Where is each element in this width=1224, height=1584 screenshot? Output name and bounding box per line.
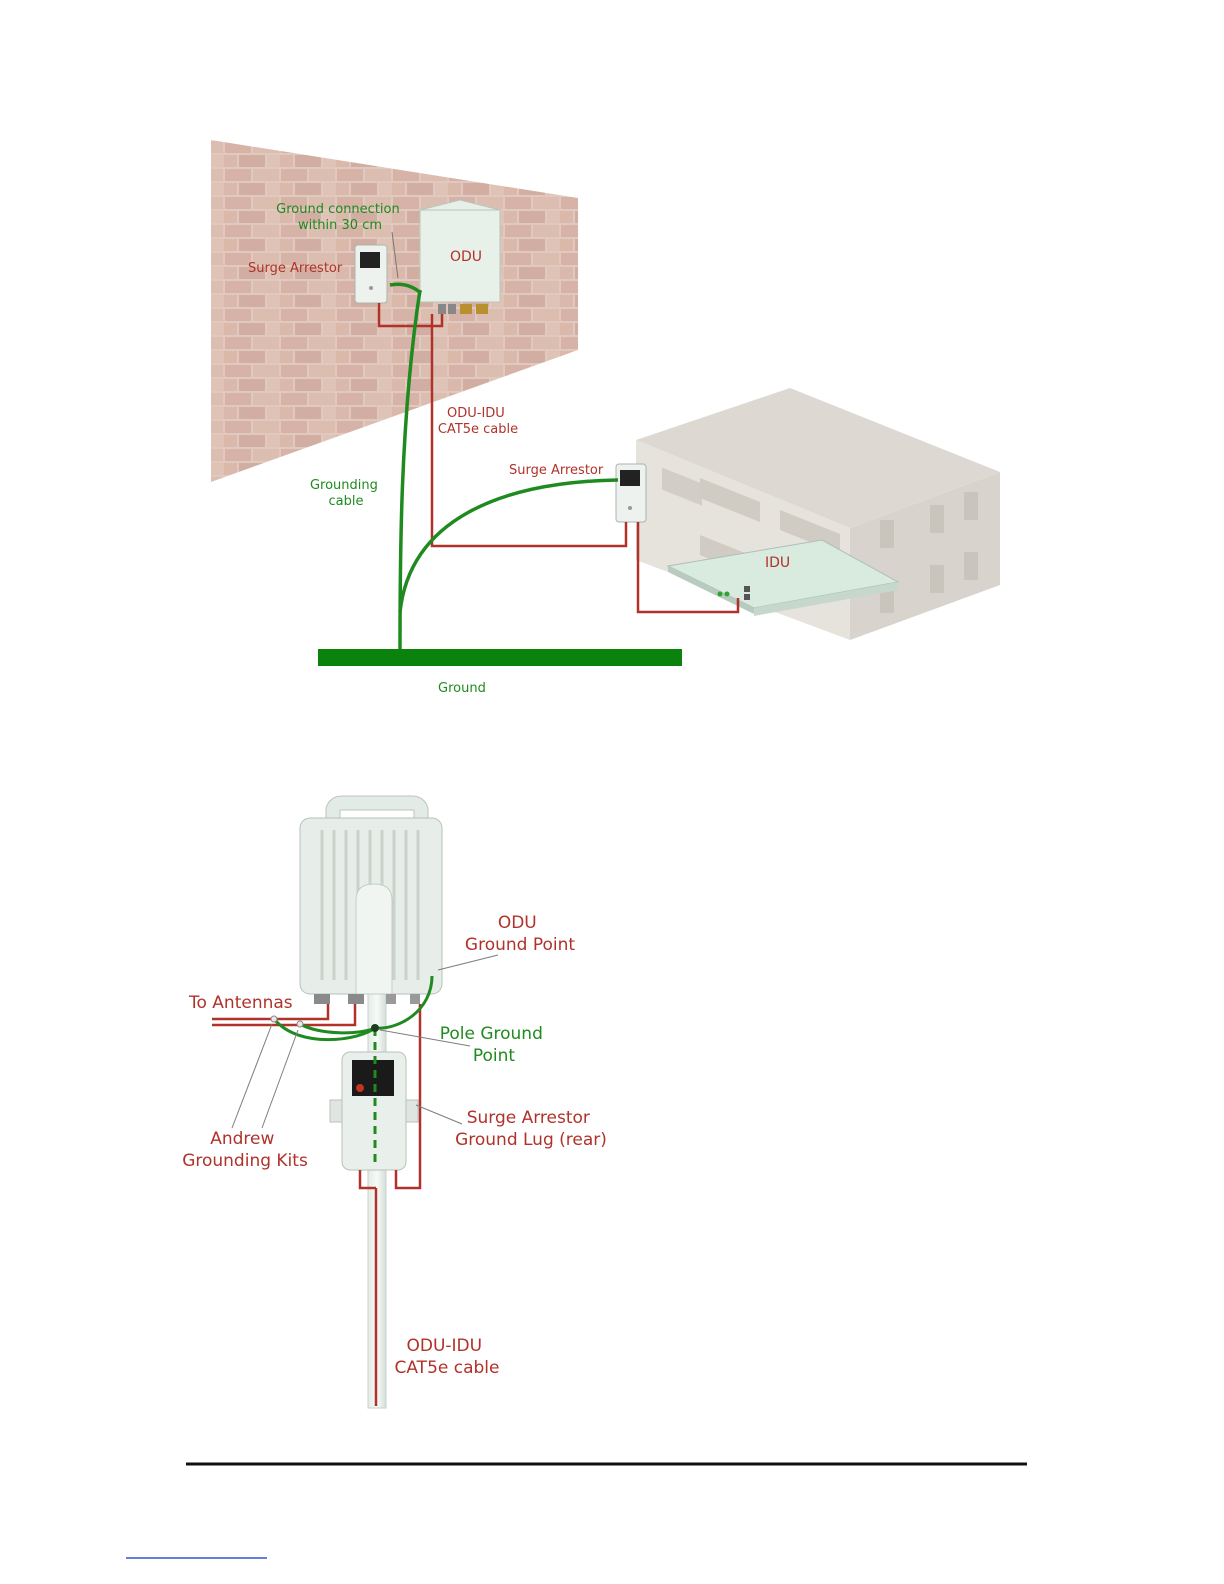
idu-label: IDU	[765, 555, 790, 571]
surge-arrestor-building	[616, 464, 646, 522]
surge-arrestor-wall	[355, 245, 387, 303]
surge-arrestor-pole	[330, 1052, 418, 1170]
surge-arrestor-wall-label: Surge Arrestor	[248, 261, 343, 276]
andrew-grounding-kits-label: Andrew Grounding Kits	[182, 1129, 308, 1171]
odu-radio-unit	[300, 796, 442, 1004]
odu-ground-point-label: ODU Ground Point	[465, 913, 575, 955]
brick-wall	[211, 140, 578, 482]
surge-arrestor-building-label: Surge Arrestor	[509, 463, 604, 478]
ground-bar	[318, 649, 682, 666]
surge-arrestor-ground-lug-label: Surge Arrestor Ground Lug (rear)	[455, 1108, 607, 1150]
ground-label: Ground	[438, 681, 486, 696]
odu-idu-cable-label-pole: ODU-IDU CAT5e cable	[395, 1336, 500, 1378]
odu-label: ODU	[450, 249, 482, 265]
grounding-cable-label: Grounding cable	[310, 478, 382, 509]
wall-installation-diagram: Ground connection within 30 cm Surge Arr…	[211, 140, 1000, 696]
pole-installation-diagram: ODU Ground Point To Antennas Pole Ground…	[182, 796, 607, 1408]
pole-ground-point-label: Pole Ground Point	[440, 1024, 549, 1066]
to-antennas-label: To Antennas	[188, 993, 293, 1013]
odu-idu-cable-label: ODU-IDU CAT5e cable	[438, 406, 518, 437]
